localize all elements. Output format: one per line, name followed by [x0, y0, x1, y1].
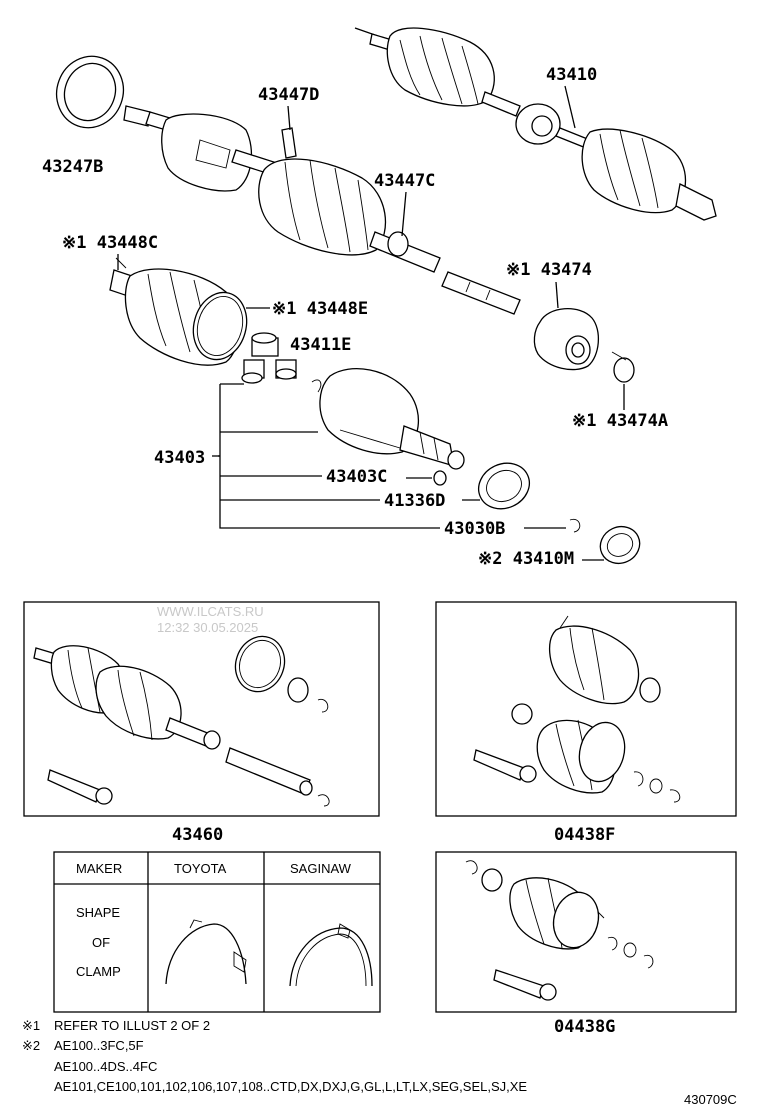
part-label-43411E[interactable]: 43411E: [290, 335, 351, 355]
note-2-line-2: AE100..4DS..4FC: [54, 1059, 157, 1074]
part-label-43030B[interactable]: 43030B: [444, 519, 505, 539]
kit-box-04438F: [435, 601, 737, 817]
toyota-clamp-illustration: [165, 919, 247, 985]
part-label-43410M[interactable]: ※2 43410M: [478, 549, 574, 569]
note-2-line-3: AE101,CE100,101,102,106,107,108..CTD,DX,…: [54, 1079, 527, 1094]
part-label-04438G[interactable]: 04438G: [554, 1017, 615, 1037]
clip-43474A: [611, 351, 635, 383]
table-header-saginaw: SAGINAW: [290, 861, 352, 876]
part-label-43447D[interactable]: 43447D: [258, 85, 319, 105]
table-header-toyota: TOYOTA: [174, 861, 227, 876]
seal-43410M: [599, 525, 641, 565]
clamp-shape-table: [53, 851, 381, 1013]
part-label-43247B[interactable]: 43247B: [42, 157, 103, 177]
note-2-line-1: AE100..3FC,5F: [54, 1038, 144, 1053]
table-row-label-clamp: CLAMP: [76, 964, 121, 979]
table-row-label-shape: SHAPE: [76, 905, 120, 920]
part-label-43474A[interactable]: ※1 43474A: [572, 411, 668, 431]
part-label-43447C[interactable]: 43447C: [374, 171, 435, 191]
part-label-43410[interactable]: 43410: [546, 65, 597, 85]
part-label-43460[interactable]: 43460: [172, 825, 223, 845]
seal-ring-43247B: [55, 55, 125, 129]
kit-box-43460: [23, 601, 380, 817]
boot-43447D: [258, 127, 387, 256]
note-1-mark: ※1: [22, 1018, 40, 1033]
clamp-43448E: [192, 291, 248, 361]
table-header-maker: MAKER: [76, 861, 122, 876]
part-label-41336D[interactable]: 41336D: [384, 491, 445, 511]
bearing-43474: [533, 307, 599, 371]
saginaw-clamp-illustration: [289, 923, 373, 987]
watermark-site: WWW.ILCATS.RU: [157, 604, 264, 619]
note-1-text: REFER TO ILLUST 2 OF 2: [54, 1018, 210, 1033]
grease-tube-43460: [47, 769, 113, 805]
kit-04438F-parts: [473, 615, 681, 803]
part-label-43403[interactable]: 43403: [154, 448, 205, 468]
kit-04438G-parts: [465, 860, 654, 1001]
shaft-bar: [369, 231, 521, 315]
part-label-43403C[interactable]: 43403C: [326, 467, 387, 487]
part-label-43448E[interactable]: ※1 43448E: [272, 299, 368, 319]
kit-box-04438G: [435, 851, 737, 1013]
table-row-label-of: OF: [92, 935, 110, 950]
part-label-43448C[interactable]: ※1 43448C: [62, 233, 158, 253]
note-2-mark: ※2: [22, 1038, 40, 1053]
watermark-stamp: 12:32 30.05.2025: [157, 620, 258, 635]
kit-43460-clamps: [234, 635, 330, 807]
outboard-housing-43403: [311, 368, 465, 470]
drive-shaft-inboard-joint: [123, 105, 281, 192]
figure-code: 430709C: [684, 1092, 737, 1107]
seal-ring-41336D: [478, 462, 530, 510]
part-label-04438F[interactable]: 04438F: [554, 825, 615, 845]
kit-43460-shaft: [33, 645, 313, 796]
drive-shaft-assembly-43410: [354, 27, 717, 221]
part-label-43474[interactable]: ※1 43474: [506, 260, 592, 280]
tripod-joint: [241, 332, 297, 384]
